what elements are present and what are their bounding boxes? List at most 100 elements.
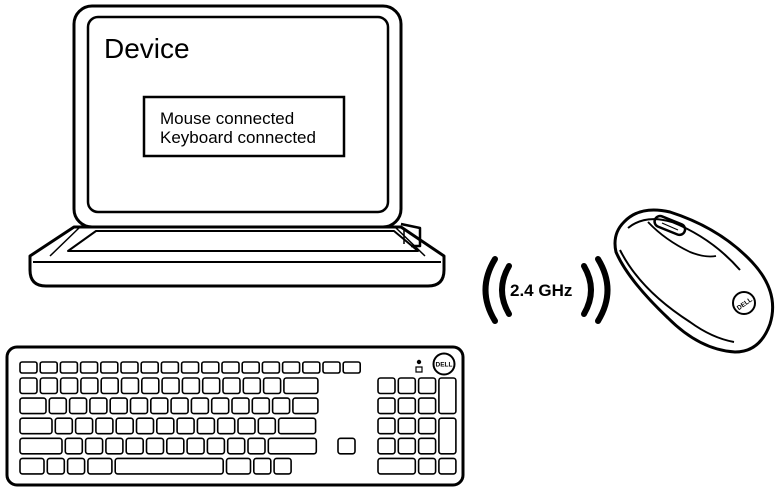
keyboard-key — [39, 377, 59, 395]
keyboard-key — [129, 397, 149, 415]
keyboard-key — [186, 437, 205, 455]
keyboard-key — [241, 361, 260, 374]
keyboard-indicator — [415, 359, 423, 373]
keyboard-key — [100, 361, 119, 374]
keyboard-key — [377, 397, 396, 415]
wireless-signal — [482, 256, 611, 324]
keyboard-key — [222, 377, 241, 395]
status-line-mouse: Mouse connected — [160, 109, 294, 128]
keyboard-key — [19, 361, 38, 374]
keyboard-key — [156, 417, 175, 435]
keyboard-key — [242, 377, 262, 395]
keyboard-key — [226, 437, 246, 455]
keyboard-key — [120, 377, 140, 395]
keyboard-key — [19, 437, 63, 455]
keyboard-key — [377, 457, 417, 475]
keyboard-key — [59, 361, 79, 374]
keyboard-key — [397, 417, 417, 435]
keyboard-key — [80, 377, 99, 395]
keyboard-key — [283, 377, 319, 395]
keyboard-key — [322, 361, 341, 374]
signal-wave-left-inner — [499, 263, 512, 317]
mouse-logo-text: DELL — [736, 296, 754, 311]
keyboard-key — [125, 437, 144, 455]
keyboard-key — [273, 457, 292, 475]
keyboard-key — [59, 377, 79, 395]
keyboard-key — [377, 417, 396, 435]
keyboard-key — [417, 457, 437, 475]
keyboard-key — [46, 457, 66, 475]
keyboard-key — [135, 417, 155, 435]
laptop-illustration — [28, 4, 446, 288]
keyboard-key — [210, 397, 230, 415]
keyboard-key — [337, 437, 356, 455]
keyboard-key — [438, 457, 457, 475]
keyboard-key — [68, 397, 88, 415]
keyboard-key — [277, 417, 317, 435]
keyboard-key — [267, 437, 318, 455]
mouse-side-line — [619, 249, 735, 343]
keyboard-key — [196, 417, 216, 435]
keyboard-key — [115, 417, 134, 435]
mouse-scroll-wheel — [653, 214, 687, 237]
keyboard-key — [201, 377, 221, 395]
keyboard-key — [281, 361, 301, 374]
keyboard-key — [114, 457, 224, 475]
mouse-illustration — [613, 208, 775, 354]
keyboard-key — [247, 437, 266, 455]
keyboard-key — [180, 361, 200, 374]
keyboard-key — [84, 437, 104, 455]
laptop-base — [28, 225, 446, 288]
keyboard-key — [417, 397, 437, 415]
keyboard-key — [100, 377, 119, 395]
mouse-button-split — [647, 221, 717, 258]
keyboard-key — [48, 397, 68, 415]
keyboard-key — [181, 377, 201, 395]
keyboard-illustration — [5, 345, 465, 487]
keyboard-key — [342, 361, 362, 374]
keyboard-key — [237, 417, 256, 435]
keyboard-key — [397, 397, 417, 415]
keyboard-key — [221, 361, 240, 374]
keyboard-key — [74, 417, 94, 435]
keyboard-key — [89, 397, 108, 415]
keyboard-key — [170, 397, 189, 415]
keyboard-key — [438, 417, 457, 455]
keyboard-key — [19, 397, 47, 415]
keyboard-key — [145, 437, 165, 455]
keyboard-key — [19, 417, 53, 435]
keyboard-key — [257, 417, 277, 435]
keyboard-key — [150, 397, 169, 415]
keyboard-key — [79, 361, 99, 374]
laptop-screen — [86, 15, 390, 214]
keyboard-key — [105, 437, 124, 455]
keyboard-key — [417, 417, 437, 435]
keyboard-key — [262, 377, 282, 395]
keyboard-key — [261, 361, 281, 374]
keyboard-key — [64, 437, 84, 455]
signal-wave-right-outer — [595, 256, 611, 324]
keyboard-key — [19, 457, 45, 475]
laptop-keyboard-deck — [67, 230, 419, 252]
keyboard-key — [417, 437, 437, 455]
keyboard-key — [120, 361, 139, 374]
keyboard-key — [225, 457, 252, 475]
keyboard-key — [377, 437, 396, 455]
keyboard-key — [19, 377, 38, 395]
keyboard-key — [292, 397, 319, 415]
keyboard-key — [166, 437, 185, 455]
keyboard-key — [201, 361, 220, 374]
keyboard-key — [397, 437, 417, 455]
keyboard-key — [377, 377, 396, 395]
keyboard-key — [176, 417, 195, 435]
keyboard-key — [87, 457, 113, 475]
mouse-top-shell — [627, 218, 741, 271]
keyboard-key — [253, 457, 272, 475]
keyboard-key — [397, 377, 417, 395]
keyboard-key — [95, 417, 114, 435]
keyboard-key — [206, 437, 226, 455]
keyboard-key — [140, 361, 159, 374]
keyboard-key — [190, 397, 210, 415]
keyboard-key — [271, 397, 291, 415]
keyboard-key — [39, 361, 59, 374]
